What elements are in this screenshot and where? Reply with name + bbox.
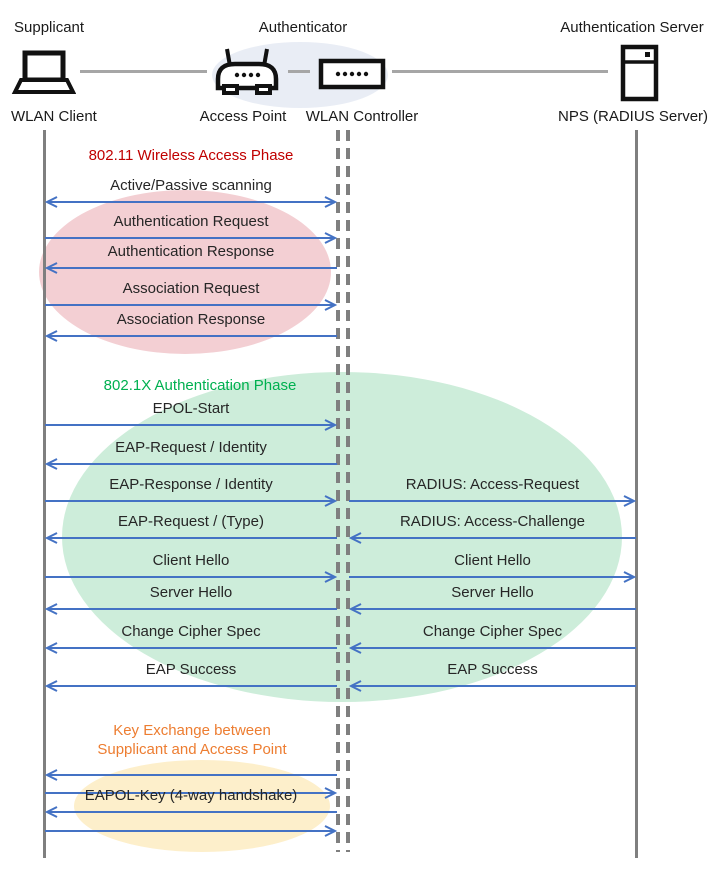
arrow-right-icon <box>45 825 338 837</box>
phase3-title-line1: Key Exchange between <box>113 722 271 739</box>
message-label: EAP Success <box>447 661 538 678</box>
message-association-response: Association Response <box>44 311 338 342</box>
arrow-both-icon <box>44 196 338 208</box>
laptop-icon <box>10 50 76 96</box>
message-eapol-key-handshake: EAPOL-Key (4-way handshake) <box>44 787 338 818</box>
arrow-left-icon <box>44 603 337 615</box>
message-label: Server Hello <box>451 584 534 601</box>
message-label: EPOL-Start <box>152 400 230 417</box>
message-change-cipher-spec-right: Change Cipher Spec <box>348 623 637 654</box>
message-authentication-response: Authentication Response <box>44 243 338 274</box>
phase1-ellipse <box>39 190 331 354</box>
message-epol-start: EPOL-Start <box>44 400 338 431</box>
lifeline-wlan-controller-left <box>336 130 340 852</box>
message-label: Server Hello <box>149 584 233 601</box>
connector-ap-to-controller <box>288 70 310 73</box>
message-eap-request-identity: EAP-Request / Identity <box>44 439 338 470</box>
arrow-left-icon <box>44 330 337 342</box>
connector-client-to-ap <box>80 70 207 73</box>
message-label: EAP-Response / Identity <box>109 476 273 493</box>
label-wlan-controller: WLAN Controller <box>305 108 419 125</box>
message-server-hello-left: Server Hello <box>44 584 338 615</box>
message-label: Client Hello <box>454 552 531 569</box>
access-point-icon <box>213 46 281 100</box>
arrow-left-icon <box>348 532 636 544</box>
message-radius-access-request: RADIUS: Access-Request <box>348 476 637 507</box>
phase3-title: Key Exchange between Supplicant and Acce… <box>64 721 320 759</box>
arrow-right-icon <box>349 571 637 583</box>
message-association-request: Association Request <box>44 280 338 311</box>
connector-controller-to-nps <box>392 70 608 73</box>
message-authentication-request: Authentication Request <box>44 213 338 244</box>
message-handshake-1 <box>44 769 338 781</box>
role-authenticator: Authenticator <box>258 19 348 36</box>
message-label: Authentication Request <box>113 213 269 230</box>
message-change-cipher-spec-left: Change Cipher Spec <box>44 623 338 654</box>
arrow-right-icon <box>45 495 338 507</box>
message-label: RADIUS: Access-Request <box>405 476 580 493</box>
phase3-title-line2: Supplicant and Access Point <box>97 741 287 758</box>
arrow-left-icon <box>44 532 337 544</box>
message-label: Association Response <box>116 311 266 328</box>
arrow-right-icon <box>45 787 338 799</box>
message-eap-response-identity: EAP-Response / Identity <box>44 476 338 507</box>
arrow-left-icon <box>44 806 337 818</box>
message-client-hello-right: Client Hello <box>348 552 637 583</box>
arrow-left-icon <box>348 603 636 615</box>
message-label: EAP Success <box>145 661 237 678</box>
message-label: EAPOL-Key (4-way handshake) <box>84 787 298 804</box>
message-handshake-2 <box>44 787 338 799</box>
message-eap-success-right: EAP Success <box>348 661 637 692</box>
message-client-hello-left: Client Hello <box>44 552 338 583</box>
server-icon <box>620 44 660 102</box>
arrow-left-icon <box>348 642 636 654</box>
message-label: EAP-Request / Identity <box>115 439 267 456</box>
lifeline-wlan-client <box>43 130 46 858</box>
message-active-passive-scanning: Active/Passive scanning <box>44 177 338 208</box>
label-nps-radius-server: NPS (RADIUS Server) <box>558 108 709 125</box>
arrow-left-icon <box>44 458 337 470</box>
arrow-right-icon <box>45 571 338 583</box>
message-label: Active/Passive scanning <box>110 177 272 194</box>
message-label: Change Cipher Spec <box>121 623 261 640</box>
message-eap-success-left: EAP Success <box>44 661 338 692</box>
wlan-controller-icon <box>318 58 386 90</box>
message-label: Association Request <box>122 280 260 297</box>
phase1-title: 802.11 Wireless Access Phase <box>88 147 294 164</box>
message-server-hello-right: Server Hello <box>348 584 637 615</box>
lifeline-wlan-controller-right <box>346 130 350 852</box>
role-supplicant: Supplicant <box>14 19 85 36</box>
arrow-right-icon <box>349 495 637 507</box>
arrow-left-icon <box>44 680 337 692</box>
message-label: Client Hello <box>152 552 230 569</box>
message-radius-access-challenge: RADIUS: Access-Challenge <box>348 513 637 544</box>
message-label: Authentication Response <box>107 243 275 260</box>
arrow-right-icon <box>45 232 338 244</box>
message-label: Change Cipher Spec <box>422 623 563 640</box>
arrow-left-icon <box>348 680 636 692</box>
message-eap-request-type: EAP-Request / (Type) <box>44 513 338 544</box>
arrow-left-icon <box>44 769 337 781</box>
label-access-point: Access Point <box>199 108 287 125</box>
message-label: RADIUS: Access-Challenge <box>399 513 586 530</box>
phase2-title: 802.1X Authentication Phase <box>103 377 297 394</box>
message-label: EAP-Request / (Type) <box>118 513 264 530</box>
role-authentication-server: Authentication Server <box>560 19 704 36</box>
label-wlan-client: WLAN Client <box>11 108 97 125</box>
arrow-left-icon <box>44 642 337 654</box>
arrow-left-icon <box>44 262 337 274</box>
message-handshake-4 <box>44 825 338 837</box>
lifeline-nps <box>635 130 638 858</box>
arrow-right-icon <box>45 299 338 311</box>
arrow-right-icon <box>45 419 338 431</box>
